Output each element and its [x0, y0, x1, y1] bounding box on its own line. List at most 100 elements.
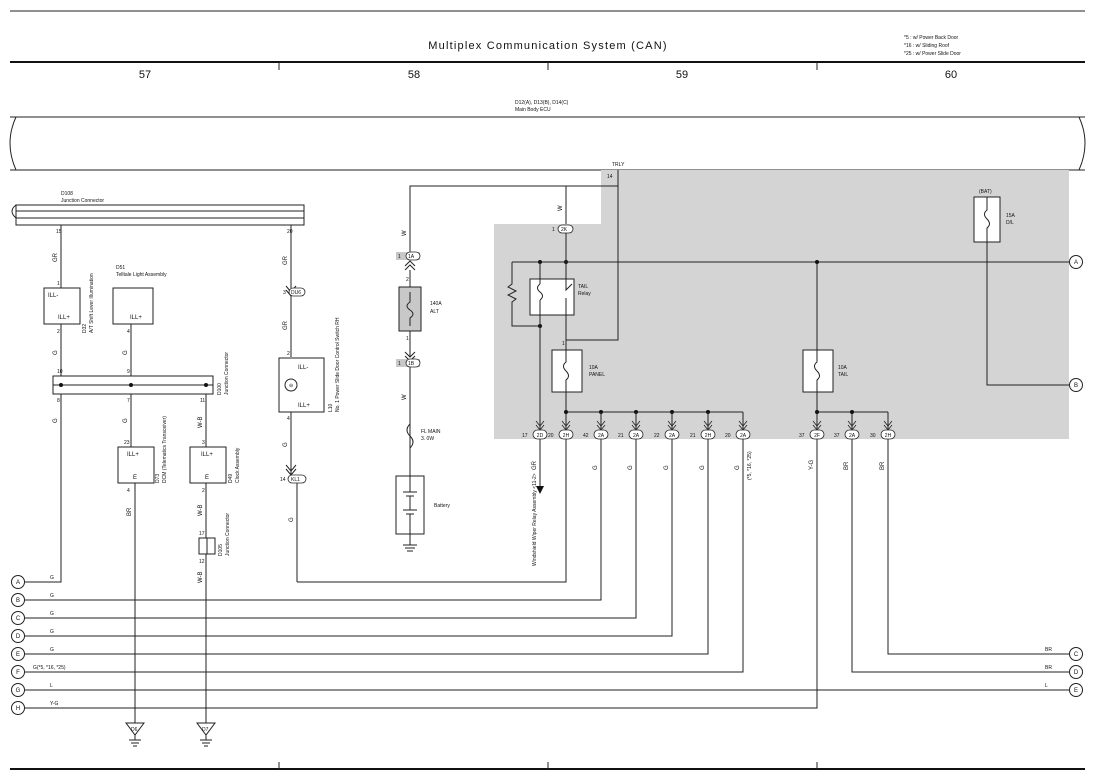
- svg-text:PANEL: PANEL: [589, 372, 605, 378]
- kl1-connector: KL1: [291, 477, 300, 483]
- off-page-connector-label: E: [16, 652, 20, 658]
- off-page-connector: [11, 611, 25, 625]
- svg-text:G: G: [50, 629, 54, 635]
- off-page-connector-label: H: [16, 706, 20, 712]
- wiper-relay-ref: Windshield Wiper Relay Assembly <11-2>: [532, 473, 538, 566]
- pin-number: 22: [654, 433, 660, 439]
- svg-text:17: 17: [199, 531, 205, 537]
- connector-1a: 1A: [408, 254, 415, 260]
- svg-text:10A: 10A: [838, 365, 848, 371]
- pin-connector-code: 2D: [537, 433, 544, 439]
- svg-text:Junction Connector: Junction Connector: [224, 352, 230, 395]
- ground-icon: [403, 534, 417, 552]
- svg-text:D6: D6: [131, 727, 138, 733]
- pin-connector: [558, 429, 574, 440]
- ground-d6-icon: [125, 722, 145, 736]
- svg-text:1: 1: [552, 227, 555, 233]
- relay-coil-icon: [537, 262, 543, 315]
- ecu-codes: D12(A), D13(B), D14(C): [515, 100, 569, 106]
- svg-text:W-B: W-B: [198, 416, 204, 428]
- svg-text:(BAT): (BAT): [979, 189, 992, 195]
- column-number: 58: [408, 69, 420, 81]
- off-page-connector: [11, 629, 25, 643]
- d51-telltale-light-assembly: [112, 287, 154, 325]
- svg-text:A/T Shift Lever Illumination: A/T Shift Lever Illumination: [89, 273, 95, 333]
- connector-2k: 2K: [561, 227, 568, 233]
- d108-pin-15: 15: [56, 229, 62, 235]
- svg-text:L: L: [1045, 683, 1048, 689]
- svg-text:1: 1: [398, 361, 401, 367]
- l10-power-slide-door-switch: [278, 357, 325, 413]
- off-page-connector-label: E: [1074, 688, 1078, 694]
- d32-shift-lever-illumination: [43, 287, 81, 325]
- svg-text:D32: D32: [82, 324, 88, 333]
- svg-text:E: E: [133, 475, 137, 481]
- svg-text:3: 3: [283, 290, 286, 296]
- off-page-connector-label: A: [1074, 260, 1078, 266]
- svg-text:3: 3: [202, 440, 205, 446]
- d51-code: D51: [116, 265, 125, 271]
- column-number: 57: [139, 69, 151, 81]
- svg-text:D73: D73: [155, 474, 161, 483]
- svg-text:W: W: [402, 230, 408, 236]
- svg-text:10: 10: [57, 369, 63, 375]
- svg-text:2: 2: [57, 329, 60, 335]
- tail-fuse: [802, 349, 834, 393]
- diagram-title: Multiplex Communication System (CAN): [428, 40, 667, 52]
- svg-text:BR: BR: [1045, 665, 1052, 671]
- svg-text:GR: GR: [283, 255, 289, 265]
- main-body-ecu: [9, 116, 1086, 171]
- battery-icon: [403, 476, 417, 534]
- pin-connector-code: 2H: [885, 433, 892, 439]
- svg-text:W: W: [558, 205, 564, 211]
- off-page-connector-label: D: [16, 634, 21, 640]
- svg-text:W: W: [402, 394, 408, 400]
- pin-label: 1: [57, 281, 60, 287]
- svg-text:BR: BR: [844, 461, 850, 470]
- pin-connector-code: 2A: [849, 433, 856, 439]
- d49-clock-assembly: [189, 446, 227, 484]
- svg-text:D7: D7: [202, 727, 209, 733]
- svg-text:Junction Connector: Junction Connector: [225, 513, 231, 556]
- d51-name: Telltale Light Assembly: [116, 272, 167, 278]
- svg-text:14: 14: [280, 477, 286, 483]
- svg-text:Relay: Relay: [578, 291, 591, 297]
- svg-text:G: G: [283, 442, 289, 447]
- svg-text:G: G: [50, 593, 54, 599]
- resistor-icon: [506, 262, 540, 327]
- pin-number: 17: [522, 433, 528, 439]
- d108-junction-connector: [15, 204, 305, 226]
- svg-text:D100: D100: [217, 383, 223, 395]
- arrow-down-icon: [536, 486, 544, 494]
- ecu-name: Main Body ECU: [515, 107, 551, 113]
- d108-name: Junction Connector: [61, 198, 104, 204]
- pin-number: 37: [834, 433, 840, 439]
- svg-text:ILL+: ILL+: [127, 452, 139, 458]
- off-page-connector: [11, 665, 25, 679]
- pin-connector-code: 2A: [633, 433, 640, 439]
- pin-connector-code: 2H: [563, 433, 570, 439]
- connector-arrow-icon: [404, 260, 416, 271]
- off-page-connector-label: A: [16, 580, 20, 586]
- off-page-connector: [1069, 378, 1083, 392]
- svg-text:G: G: [53, 418, 59, 423]
- pin-number: 20: [725, 433, 731, 439]
- off-page-connector-label: B: [16, 598, 20, 604]
- svg-text:G: G: [123, 418, 129, 423]
- svg-text:L: L: [50, 683, 53, 689]
- note-5: *5 : w/ Power Back Door: [904, 35, 959, 41]
- pin-number: 21: [690, 433, 696, 439]
- svg-text:ILL+: ILL+: [201, 452, 213, 458]
- off-page-connector: [1069, 665, 1083, 679]
- svg-text:3. 0W: 3. 0W: [421, 436, 434, 442]
- svg-text:G: G: [700, 465, 706, 470]
- svg-text:W-B: W-B: [198, 571, 204, 583]
- off-page-connector: [11, 647, 25, 661]
- svg-text:ILL-: ILL-: [48, 293, 58, 299]
- junction-block: [494, 170, 1069, 439]
- svg-text:G: G: [664, 465, 670, 470]
- pin-number: 42: [583, 433, 589, 439]
- wire-color: GR: [53, 252, 59, 262]
- svg-text:ILL+: ILL+: [58, 315, 70, 321]
- off-page-connector: [11, 683, 25, 697]
